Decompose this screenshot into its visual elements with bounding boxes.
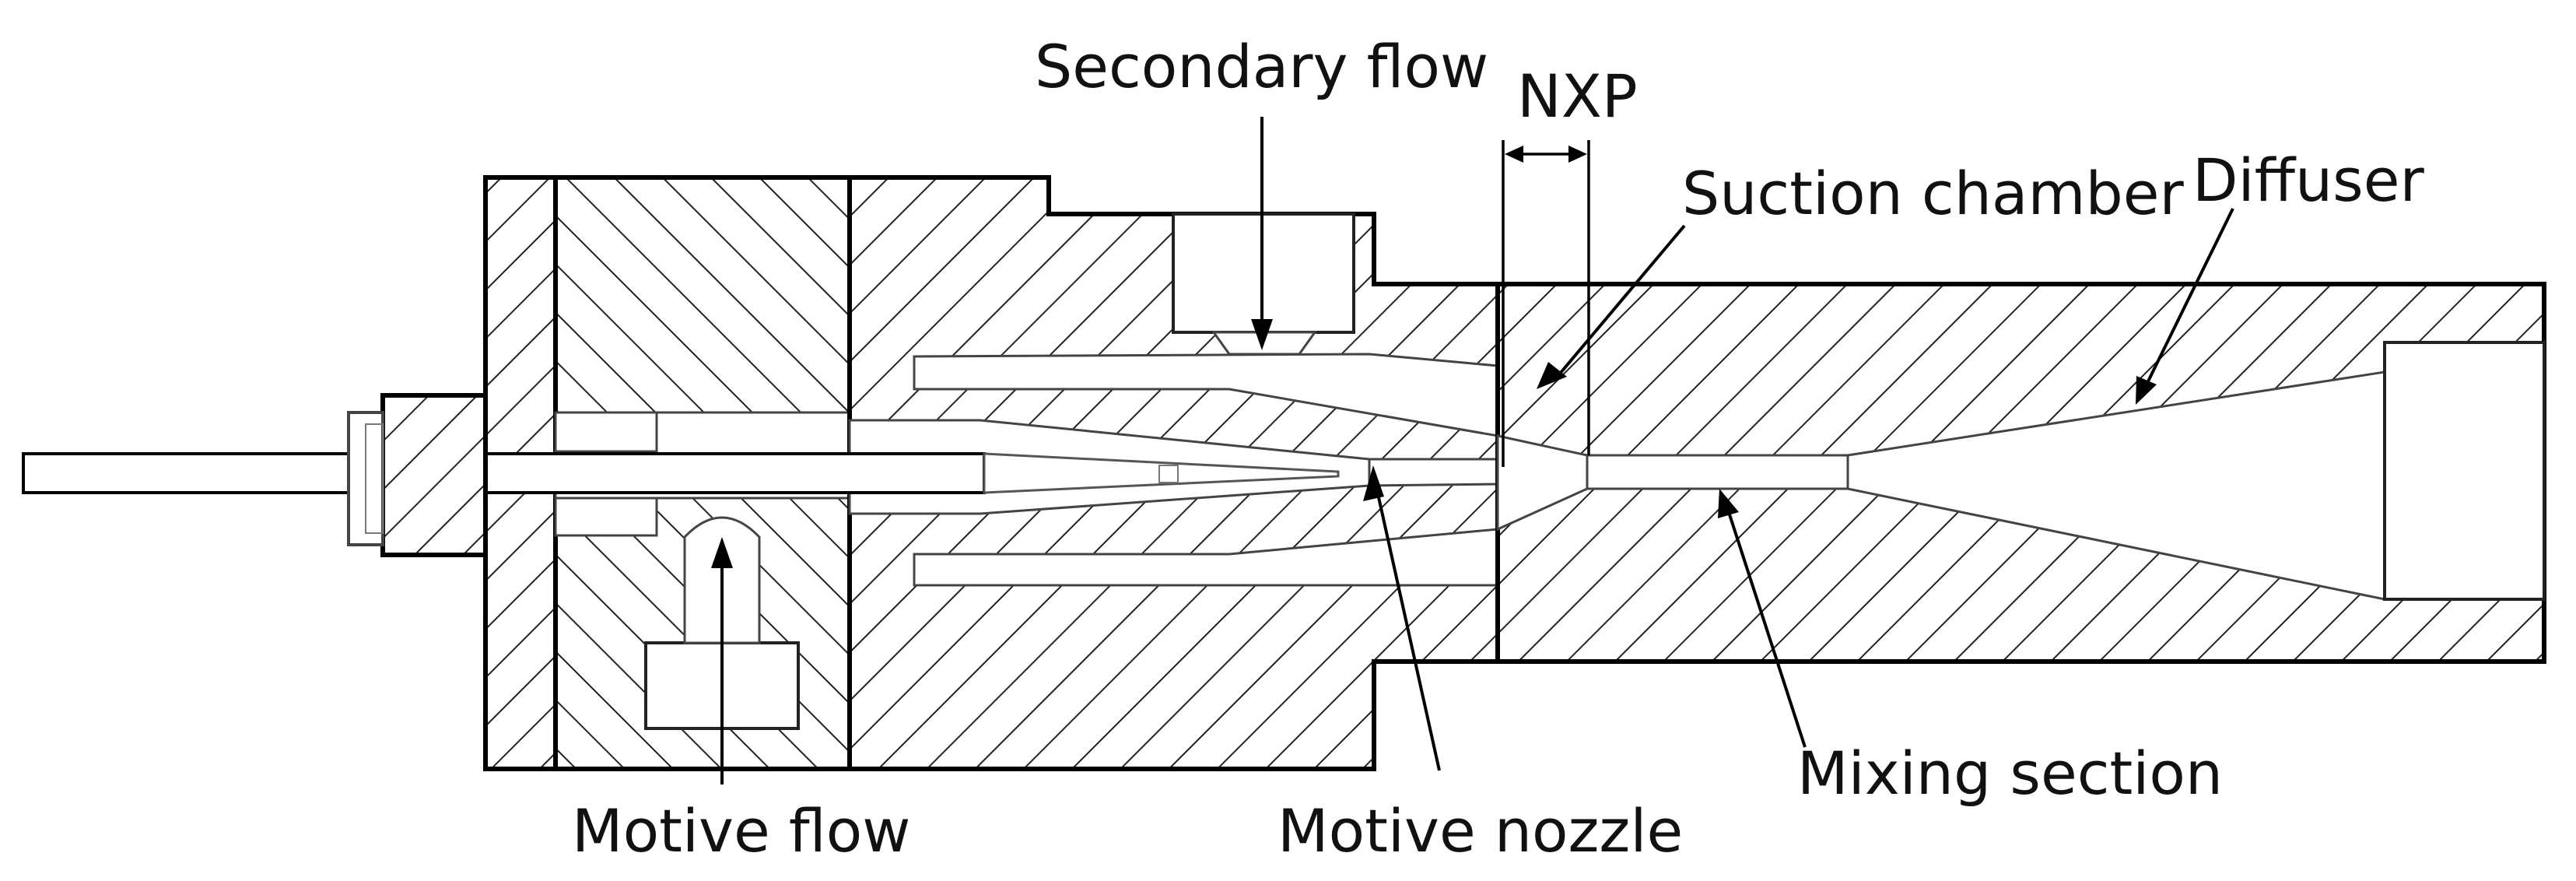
label-motive-flow: Motive flow <box>572 796 910 865</box>
mixing-section-leader <box>1718 489 1807 748</box>
lock-nut <box>347 393 488 557</box>
diffuser-leader <box>2136 208 2234 405</box>
label-suction-chamber: Suction chamber <box>1682 159 2184 228</box>
nxp-dimension <box>1502 140 1590 467</box>
label-mixing-section: Mixing section <box>1797 739 2223 808</box>
motive-nozzle-tip <box>1368 458 1499 487</box>
label-secondary-flow: Secondary flow <box>1035 32 1488 101</box>
label-nxp: NXP <box>1517 61 1638 131</box>
motive-flow-arrow <box>711 537 733 784</box>
secondary-flow-arrow <box>1251 117 1273 350</box>
label-motive-nozzle: Motive nozzle <box>1277 796 1683 865</box>
adjustment-rod <box>22 452 1340 494</box>
diffuser-body <box>1495 282 2546 664</box>
suction-chamber-leader <box>1537 224 1686 389</box>
label-diffuser: Diffuser <box>2192 146 2425 215</box>
motive-nozzle-leader <box>1363 465 1441 771</box>
